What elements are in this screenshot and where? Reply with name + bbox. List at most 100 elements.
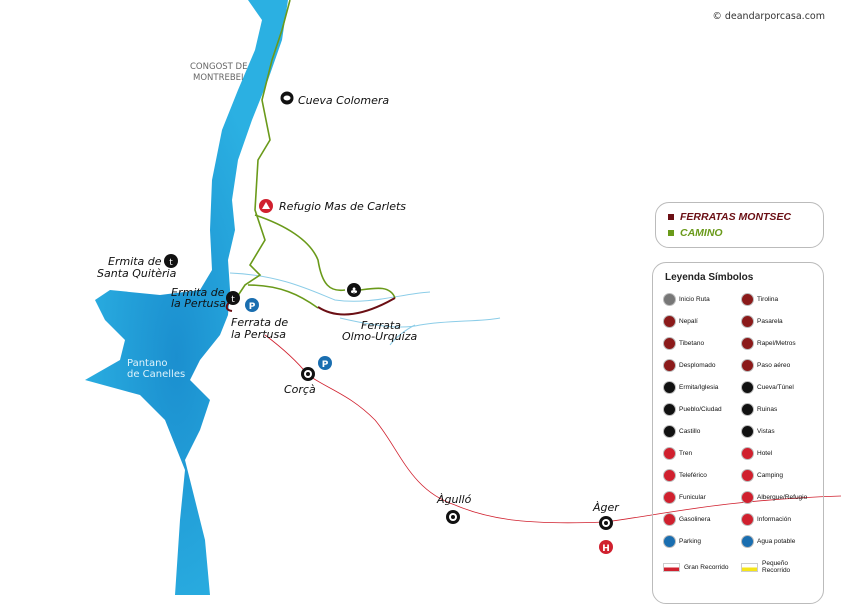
legend-item: Castillo: [663, 423, 741, 439]
legend-item: Información: [741, 511, 827, 527]
legend-item: Desplomado: [663, 357, 741, 373]
camino-path: [234, 0, 291, 301]
svg-text:CONGOST DE: CONGOST DE: [190, 62, 247, 72]
legend-symbol-icon: [663, 402, 676, 416]
flag-icon: [663, 562, 680, 572]
ruins-icon: [347, 283, 361, 297]
legend-item-label: Inicio Ruta: [679, 295, 710, 303]
legend-item-gr: Gran Recorrido: [663, 559, 741, 575]
legend-item: Ruinas: [741, 401, 827, 417]
svg-text:Àger: Àger: [592, 501, 620, 514]
legend-item: Tibetano: [663, 335, 741, 351]
legend-symbol-icon: [663, 314, 676, 328]
svg-text:la Pertusa: la Pertusa: [171, 297, 226, 310]
legend-item-label: Pueblo/Ciudad: [679, 405, 722, 413]
legend-item-label: Parking: [679, 537, 702, 545]
svg-text:P: P: [249, 302, 256, 312]
legend-item-label: Gasolinera: [679, 515, 711, 523]
svg-text:la Pertusa: la Pertusa: [231, 328, 286, 341]
legend-item: Pueblo/Ciudad: [663, 401, 741, 417]
legend-symbol-icon: [663, 424, 676, 438]
legend-item: Funicular: [663, 489, 741, 505]
legend-item: Cueva/Túnel: [741, 379, 827, 395]
svg-text:MONTREBEI: MONTREBEI: [193, 73, 244, 83]
legend-item: Parking: [663, 533, 741, 549]
legend-symbol-icon: [663, 468, 676, 482]
svg-text:Àgulló: Àgulló: [436, 493, 472, 506]
svg-text:de Canelles: de Canelles: [127, 369, 185, 380]
legend-item-label: Pasarela: [757, 317, 783, 325]
legend-item-label: Hotel: [757, 449, 773, 457]
legend-item-label: Pequeño Recorrido: [762, 560, 791, 574]
legend-item: Agua potable: [741, 533, 827, 549]
legend-item-label: Cueva/Túnel: [757, 383, 794, 391]
legend-item: Nepalí: [663, 313, 741, 329]
legend-symbol-icon: [663, 380, 676, 394]
svg-text:Ermita de: Ermita de: [108, 255, 162, 268]
hermitage-icon: [226, 291, 240, 305]
legend-item: Gasolinera: [663, 511, 741, 527]
hermitage-icon: [164, 254, 178, 268]
town-icon: [301, 367, 315, 381]
hotel-icon: [599, 540, 613, 554]
legend-symbol-icon: [663, 446, 676, 460]
legend-item-label: Gran Recorrido: [684, 563, 729, 571]
legend-item: Vistas: [741, 423, 827, 439]
legend-item: Rapel/Metros: [741, 335, 827, 351]
legend-symbol-icon: [663, 358, 676, 372]
legend-symbol-icon: [741, 468, 754, 482]
legend-item-label: Camping: [757, 471, 784, 479]
legend-symbol-icon: [741, 314, 754, 328]
map-labels: CONGOST DE MONTREBEI Cueva Colomera Refu…: [97, 62, 620, 554]
svg-text:Cueva Colomera: Cueva Colomera: [298, 94, 389, 107]
town-icon: [446, 510, 460, 524]
legend-item-label: Funicular: [679, 493, 706, 501]
legend-symbol-icon: [663, 512, 676, 526]
legend-item-label: Rapel/Metros: [757, 339, 796, 347]
legend-symbol-icon: [663, 292, 676, 306]
svg-text:Santa Quitèria: Santa Quitèria: [97, 267, 177, 280]
legend-item: Pasarela: [741, 313, 827, 329]
legend-item-label: Teleférico: [679, 471, 707, 479]
legend-item-label: Nepalí: [679, 317, 698, 325]
legend-item: Albergue/Refugio: [741, 489, 827, 505]
svg-text:♣: ♣: [350, 287, 358, 297]
legend-item-label: Tirolina: [757, 295, 779, 303]
legend-item-label: Castillo: [679, 427, 701, 435]
legend-symbol-icon: [663, 534, 676, 548]
legend-item-label: Albergue/Refugio: [757, 493, 808, 501]
camino-branch: [247, 214, 396, 309]
credit: © deandarporcasa.com: [712, 11, 825, 22]
legend-item-label: Vistas: [757, 427, 775, 435]
route-legend-ferratas: FERRATAS MONTSEC: [668, 211, 823, 223]
legend-item: Inicio Ruta: [663, 291, 741, 307]
legend-item-pr: Pequeño Recorrido: [741, 559, 827, 575]
svg-text:Ferrata de: Ferrata de: [231, 316, 288, 329]
legend-symbol-icon: [663, 336, 676, 350]
legend-item-label: Tren: [679, 449, 693, 457]
legend-symbol-icon: [741, 534, 754, 548]
legend-symbol-icon: [741, 358, 754, 372]
legend-title: Leyenda Símbolos: [665, 272, 754, 283]
legend-item-label: Ermita/Iglesia: [679, 383, 719, 391]
legend-symbol-icon: [741, 292, 754, 306]
svg-text:Olmo-Urquiza: Olmo-Urquiza: [342, 330, 417, 343]
legend-item: Hotel: [741, 445, 827, 461]
parking-icon: [318, 356, 332, 370]
legend-symbol-icon: [741, 512, 754, 526]
svg-text:Pantano: Pantano: [127, 358, 168, 369]
svg-text:Ermita de: Ermita de: [171, 286, 225, 299]
legend-item-label: Tibetano: [679, 339, 705, 347]
legend-item-label: Paso aéreo: [757, 361, 791, 369]
legend-item: Ermita/Iglesia: [663, 379, 741, 395]
legend-item: Paso aéreo: [741, 357, 827, 373]
legend-item: Tren: [663, 445, 741, 461]
legend-item: Tirolina: [741, 291, 827, 307]
svg-text:Ferrata: Ferrata: [361, 319, 401, 332]
legend-symbol-icon: [741, 446, 754, 460]
legend-item-label: Agua potable: [757, 537, 796, 545]
legend-symbol-icon: [663, 490, 676, 504]
svg-text:P: P: [322, 360, 329, 370]
